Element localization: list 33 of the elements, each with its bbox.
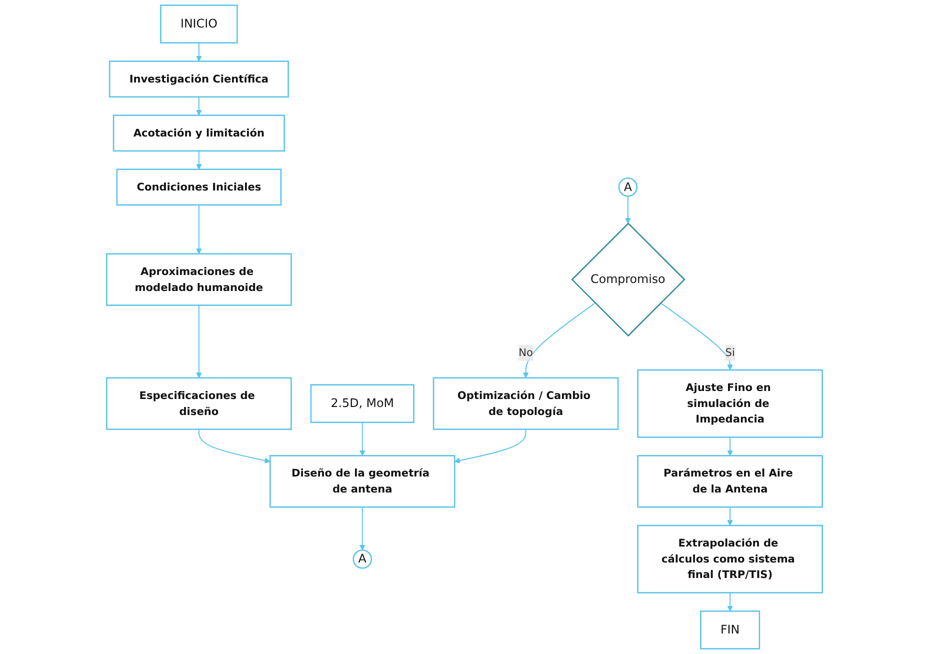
node-box: Ajuste Fino en simulación de Impedancia xyxy=(637,369,823,438)
node-box: Diseño de la geometría de antena xyxy=(269,455,456,508)
node-box: FIN xyxy=(700,610,760,650)
node-box: Investigación Científica xyxy=(108,60,289,98)
node-box: INICIO xyxy=(160,4,238,44)
arrow xyxy=(359,506,366,550)
arrow xyxy=(727,592,733,612)
node-box: Acotación y limitación xyxy=(112,114,285,152)
arrow xyxy=(522,302,596,378)
arrow xyxy=(727,436,733,456)
arrow xyxy=(198,428,270,464)
node-box: Extrapolación de cálculos como sistema final (TRP/TIS) xyxy=(637,524,823,594)
edge-label: Si xyxy=(725,346,735,359)
arrow xyxy=(359,422,366,456)
node-circle: A xyxy=(352,549,372,569)
edge-label: No xyxy=(518,346,533,359)
arrow xyxy=(196,304,202,378)
arrow xyxy=(196,204,202,254)
node-box: Optimización / Cambio de topología xyxy=(432,377,619,430)
arrow xyxy=(625,196,631,224)
node-box: Especificaciones de diseño xyxy=(106,377,292,430)
arrow xyxy=(660,302,733,370)
node-box: Condiciones Iniciales xyxy=(116,168,282,206)
node-diamond: Compromiso xyxy=(571,222,686,337)
node-box: Aproximaciones de modelado humanoide xyxy=(106,253,292,306)
node-box: Parámetros en el Aire de la Antena xyxy=(637,455,823,508)
arrow xyxy=(196,42,202,62)
arrow xyxy=(196,150,202,170)
arrow xyxy=(196,96,202,116)
arrow xyxy=(454,428,526,464)
node-circle: A xyxy=(618,177,638,197)
node-box: 2.5D, MoM xyxy=(310,384,414,424)
arrow xyxy=(727,506,733,526)
